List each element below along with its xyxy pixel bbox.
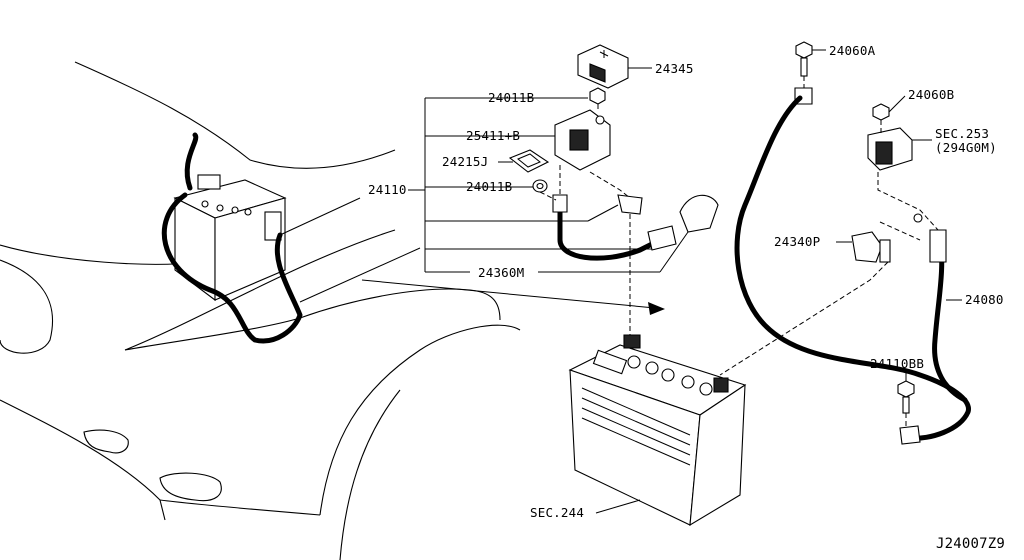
fusible-link-25411B <box>554 109 611 171</box>
label-24360M: 24360M <box>478 265 524 280</box>
label-24011B-top: 24011B <box>488 90 534 105</box>
bolt-24110BB <box>897 380 915 414</box>
label-24110BB: 24110BB <box>870 356 924 371</box>
label-24345: 24345 <box>655 61 694 76</box>
car-body-outline <box>0 61 521 560</box>
bolt-24060B <box>872 103 890 121</box>
callout-lines <box>279 49 962 514</box>
battery-in-car <box>161 132 303 344</box>
ground-cable-24080 <box>734 87 971 445</box>
bolt-24060A <box>795 41 813 77</box>
label-sec244: SEC.244 <box>530 505 584 520</box>
battery-cable-24360M <box>552 194 719 261</box>
label-24060A: 24060A <box>829 43 876 58</box>
sensor-294G0M <box>867 127 913 171</box>
label-sec253: SEC.253 <box>935 126 989 141</box>
battery-main <box>568 334 747 527</box>
center-guide-lines <box>539 104 631 335</box>
terminal-cover-24345 <box>577 44 629 89</box>
label-24060B: 24060B <box>908 87 954 102</box>
label-24340P: 24340P <box>774 234 820 249</box>
label-24215J: 24215J <box>442 154 488 169</box>
direction-arrow <box>361 279 665 315</box>
label-24080: 24080 <box>965 292 1004 307</box>
label-24011B-bottom: 24011B <box>466 179 512 194</box>
gasket-24215J <box>508 149 550 173</box>
label-25411B: 25411+B <box>466 128 520 143</box>
right-guide-lines <box>719 120 939 428</box>
nut-24011B-top <box>589 87 606 105</box>
label-294G0M: (294G0M) <box>935 140 997 155</box>
clip-24340P <box>851 231 891 263</box>
diagram-code: J24007Z9 <box>936 536 1005 552</box>
label-24110: 24110 <box>368 182 407 197</box>
callout-labels: 24345 24011B 25411+B 24215J 24110 24011B… <box>368 43 1005 552</box>
nut-24011B-bottom <box>532 179 548 193</box>
